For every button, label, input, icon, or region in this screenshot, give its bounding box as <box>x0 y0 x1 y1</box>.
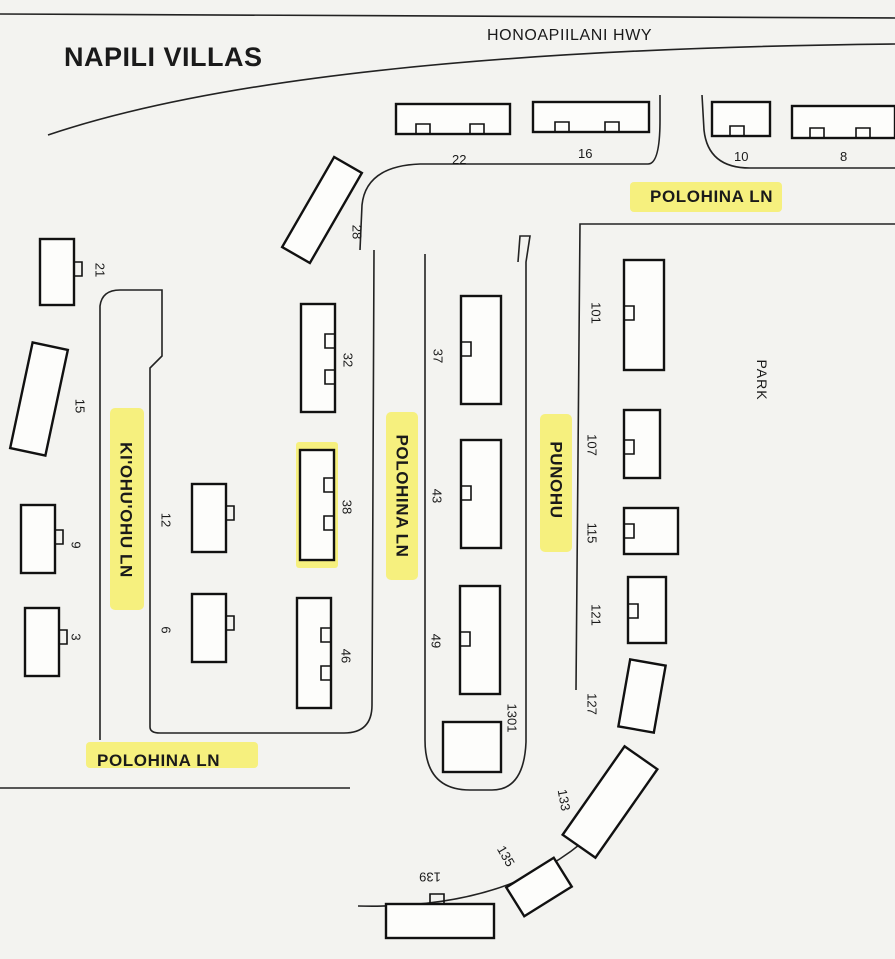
highlight-polohina-bottom <box>86 742 258 768</box>
road-curb-right <box>575 223 895 691</box>
building-21-shape <box>38 237 76 307</box>
building-number-8: 8 <box>840 149 848 164</box>
road-loop-left <box>99 249 375 740</box>
building-133-shape <box>560 744 660 860</box>
highlight-polohina-mid <box>386 412 418 580</box>
building-10-shape <box>710 100 772 138</box>
building-number-133: 133 <box>554 788 574 812</box>
building-115-shape <box>622 506 680 556</box>
label-kiohuohu-ln: KI'OHU'OHU LN <box>116 442 136 578</box>
highlight-punohu <box>540 414 572 552</box>
building-number-32: 32 <box>340 352 356 368</box>
highway-edge <box>47 43 895 136</box>
building-number-37: 37 <box>430 348 446 364</box>
building-49-shape <box>458 584 502 696</box>
label-polohina-ln-mid: POLOHINA LN <box>392 434 412 558</box>
building-number-10: 10 <box>734 149 749 164</box>
building-number-49: 49 <box>428 633 444 649</box>
road-loop-middle <box>424 235 531 791</box>
highlight-kiohuohu <box>110 408 144 610</box>
building-number-115: 115 <box>584 522 600 544</box>
entry-marks <box>55 121 871 904</box>
building-number-9: 9 <box>68 541 84 549</box>
building-number-6: 6 <box>158 626 174 634</box>
building-6-shape <box>190 592 228 664</box>
building-number-121: 121 <box>588 604 604 626</box>
road-curb-top-right <box>701 94 895 169</box>
building-101-shape <box>622 258 666 372</box>
building-38-shape <box>298 448 336 562</box>
building-28-shape <box>280 155 364 265</box>
building-22-shape <box>394 102 512 136</box>
building-3-shape <box>23 606 61 678</box>
building-number-22: 22 <box>452 152 467 167</box>
label-punohu: PUNOHU <box>546 441 566 519</box>
building-number-3: 3 <box>68 633 84 641</box>
label-honoapiilani-hwy: HONOAPIILANI HWY <box>487 27 653 44</box>
building-46-shape <box>295 596 333 710</box>
building-number-21: 21 <box>92 262 108 278</box>
building-number-16: 16 <box>578 146 593 161</box>
map-title: NAPILI VILLAS <box>64 42 263 72</box>
building-number-46: 46 <box>338 648 354 664</box>
building-number-38: 38 <box>339 499 355 515</box>
building-number-28: 28 <box>349 224 365 240</box>
building-15-shape <box>8 341 70 457</box>
building-139-shape <box>384 902 496 940</box>
label-polohina-ln-bottom: POLOHINA LN <box>97 751 221 770</box>
label-park: PARK <box>754 359 770 401</box>
building-8-shape <box>790 104 895 140</box>
building-127-shape <box>616 658 668 734</box>
building-121-shape <box>626 575 668 645</box>
building-12-shape <box>190 482 228 554</box>
building-number-107: 107 <box>584 434 600 456</box>
road-curb-top-left <box>359 95 661 251</box>
building-16-shape <box>531 100 651 134</box>
building-number-101: 101 <box>588 302 604 324</box>
building-1301-shape <box>441 720 503 774</box>
building-number-139: 139 <box>419 869 441 885</box>
building-107-shape <box>622 408 662 480</box>
building-number-127: 127 <box>584 693 600 715</box>
building-32-shape <box>299 302 337 414</box>
label-polohina-ln-top: POLOHINA LN <box>650 187 774 206</box>
top-edge-line <box>0 13 895 19</box>
building-43-shape <box>459 438 503 550</box>
building-number-1301: 1301 <box>504 703 520 733</box>
building-9-shape <box>19 503 57 575</box>
building-number-12: 12 <box>158 512 174 528</box>
building-number-15: 15 <box>72 398 88 414</box>
highlight-marks <box>86 182 782 768</box>
building-135-shape <box>504 856 574 918</box>
road-lines <box>0 13 895 907</box>
building-37-shape <box>459 294 503 406</box>
highlight-polohina-top <box>630 182 782 212</box>
building-number-43: 43 <box>429 488 445 504</box>
